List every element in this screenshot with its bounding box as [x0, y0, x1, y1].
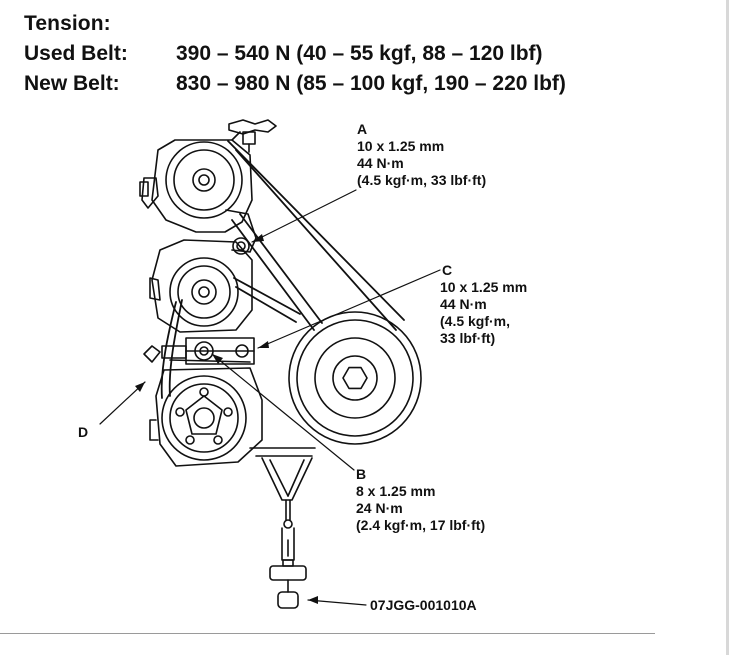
upper-pulley-groove [173, 149, 235, 211]
middle-pulley-outer [169, 257, 239, 327]
upper-pulley-bolt [198, 174, 210, 186]
lower-pulley-stud-2 [223, 407, 233, 417]
part-number: 07JGG-001010A [370, 597, 477, 613]
middle-pulley-assembly [149, 239, 253, 333]
callout-c: C 10 x 1.25 mm 44 N·m (4.5 kgf·m, 33 lbf… [440, 262, 527, 347]
callout-a-line-2: 44 N·m [357, 155, 404, 171]
bolt-a-center [236, 241, 246, 251]
top-wing-bolt [228, 119, 277, 153]
leader-b [211, 353, 355, 471]
used-belt-row: Used Belt: 390 – 540 N (40 – 55 kgf, 88 –… [24, 42, 543, 66]
callout-a-letter: A [357, 121, 368, 137]
callout-c-line-3: (4.5 kgf·m, [440, 313, 511, 329]
callout-c-line-1: 10 x 1.25 mm [440, 279, 528, 295]
upper-pulley-hub [192, 168, 216, 192]
middle-pulley-groove [177, 265, 231, 319]
tensioner-bracket [143, 337, 255, 365]
callout-a: A 10 x 1.25 mm 44 N·m (4.5 kgf·m, 33 lbf… [357, 121, 486, 189]
callout-b-letter: B [356, 466, 367, 482]
new-belt-label: New Belt: [24, 72, 120, 95]
crank-pulley-outer [288, 311, 422, 445]
lower-pulley-hub [193, 407, 215, 429]
leader-lines [99, 189, 441, 606]
leader-arrowheads [135, 234, 318, 604]
upper-pulley-assembly [139, 131, 253, 233]
bottom-divider [0, 633, 655, 634]
callout-c-line-4: 33 lbf·ft) [440, 330, 496, 346]
lower-pulley-stud-4 [185, 435, 195, 445]
callout-b-line-3: (2.4 kgf·m, 17 lbf·ft) [356, 517, 486, 533]
callout-a-line-1: 10 x 1.25 mm [357, 138, 445, 154]
lower-pulley-stud-3 [213, 435, 223, 445]
lower-pulley-assembly [149, 367, 263, 467]
callout-b: B 8 x 1.25 mm 24 N·m (2.4 kgf·m, 17 lbf·… [356, 466, 485, 534]
callout-d-letter: D [78, 424, 89, 440]
upper-pulley-outer [165, 141, 243, 219]
used-belt-value: 390 – 540 N (40 – 55 kgf, 88 – 120 lbf) [176, 42, 543, 65]
crank-bolt-hex [342, 366, 368, 390]
callout-b-line-2: 24 N·m [356, 500, 403, 516]
callout-a-line-3: (4.5 kgf·m, 33 lbf·ft) [357, 172, 487, 188]
belt-tension-gauge-tool [249, 447, 316, 609]
right-edge-divider [726, 0, 729, 655]
callout-c-line-2: 44 N·m [440, 296, 487, 312]
crank-pulley-inner [314, 337, 396, 419]
leader-c [257, 269, 441, 349]
lower-pulley-stud-1 [199, 387, 209, 397]
lower-pulley-stud-5 [175, 407, 185, 417]
lower-pulley-plate [185, 395, 223, 435]
new-belt-row: New Belt: 830 – 980 N (85 – 100 kgf, 190 … [24, 72, 566, 96]
lower-pulley-rim [169, 383, 239, 453]
bolt-a-head [232, 237, 250, 255]
crank-pulley-rim [296, 319, 414, 437]
crank-pulley-hub [332, 355, 378, 401]
drive-belts [160, 140, 405, 399]
callout-b-line-1: 8 x 1.25 mm [356, 483, 436, 499]
leader-a [251, 189, 357, 243]
middle-pulley-bolt [198, 286, 210, 298]
tension-title: Tension: [24, 12, 111, 35]
lower-pulley-outer [161, 375, 247, 461]
callout-c-letter: C [442, 262, 453, 278]
new-belt-value: 830 – 980 N (85 – 100 kgf, 190 – 220 lbf… [176, 72, 566, 95]
used-belt-label: Used Belt: [24, 42, 128, 65]
middle-pulley-hub [191, 279, 217, 305]
